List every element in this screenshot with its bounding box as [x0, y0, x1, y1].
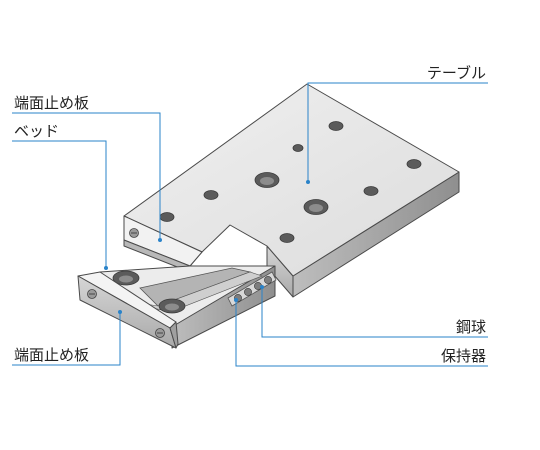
steel-ball-icon [264, 276, 272, 284]
table-hole-inner [260, 177, 274, 185]
table-holes [159, 121, 422, 243]
leader-table [307, 82, 488, 182]
leader-end-plate-top [12, 112, 161, 240]
table-hole [292, 144, 304, 152]
table-hole [363, 186, 379, 196]
end-plate-lower-side [169, 321, 179, 349]
leader-end-plate-bottom [12, 312, 121, 366]
table-block [123, 83, 460, 298]
leader-dot [118, 310, 122, 314]
label-end-plate-top: 端面止め板 [14, 94, 89, 112]
leader-dot [260, 285, 264, 289]
table-hole [406, 159, 422, 169]
leader-lines [12, 82, 488, 367]
bed-hole-inner [119, 275, 133, 283]
leader-retainer [235, 300, 488, 367]
table-hole [203, 190, 219, 200]
leader-steel-ball [261, 287, 488, 338]
leader-dot [158, 238, 162, 242]
table-hole [279, 233, 295, 243]
label-table: テーブル [427, 64, 486, 82]
label-retainer: 保持器 [441, 347, 486, 365]
steel-ball-icon [244, 288, 252, 296]
bed-hole-inner [165, 303, 179, 311]
table-hole [328, 121, 344, 131]
leader-dot [104, 266, 108, 270]
leader-dot [234, 298, 238, 302]
end-plate-lower [77, 271, 179, 349]
label-bed: ベッド [14, 122, 59, 140]
table-hole [159, 212, 175, 222]
leader-dot [306, 180, 310, 184]
table-hole-inner [309, 204, 323, 212]
leader-bed [12, 140, 107, 268]
label-end-plate-bottom: 端面止め板 [14, 346, 89, 364]
label-steel-ball: 鋼球 [456, 318, 486, 336]
